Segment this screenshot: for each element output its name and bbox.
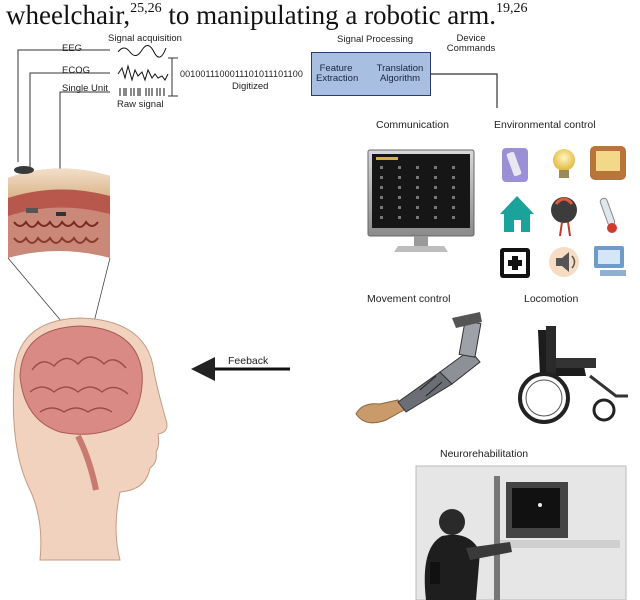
- communication-title: Communication: [376, 119, 449, 131]
- digitized-label: Digitized: [232, 81, 269, 92]
- single-unit-label: Single Unit: [62, 83, 108, 94]
- neurorehabilitation-title: Neurorehabilitation: [440, 448, 529, 460]
- caption-middle: to manipulating a robotic arm.: [161, 0, 497, 30]
- eeg-label: EEG: [62, 43, 83, 54]
- computer-icon: [594, 246, 626, 276]
- digitized-bits: 0010011100011101011101100: [180, 69, 303, 79]
- speaker-icon: [549, 247, 579, 277]
- remote-control-icon: [502, 148, 528, 182]
- locomotion-title: Locomotion: [524, 293, 579, 305]
- plus-button-icon: [500, 248, 530, 278]
- caption-before: wheelchair,: [6, 0, 131, 30]
- television-icon: [590, 146, 626, 180]
- thermometer-icon: [599, 197, 617, 233]
- head-illustration: [12, 317, 168, 561]
- citation-1: 25,26: [130, 1, 162, 16]
- neurorehab-photo: [415, 465, 627, 600]
- raw-signal-waves: [117, 45, 169, 96]
- house-icon: [500, 196, 534, 232]
- movement-control-title: Movement control: [367, 293, 451, 305]
- ecog-label: ECOG: [62, 65, 90, 76]
- feedback-label: Feeback: [228, 355, 269, 367]
- signal-acquisition-title: Signal acquisition: [108, 33, 182, 44]
- acquisition-wires: [17, 49, 178, 212]
- caption-text: wheelchair,25,26 to manipulating a robot…: [6, 0, 528, 31]
- head-thermostat-icon: [551, 197, 577, 237]
- citation-2: 19,26: [496, 1, 528, 16]
- skin-cross-section: [8, 166, 110, 258]
- signal-processing-title: Signal Processing: [337, 34, 414, 45]
- device-commands-connector: [430, 73, 498, 108]
- communication-monitor: [367, 149, 475, 252]
- wheelchair-illustration: [518, 326, 628, 424]
- light-bulb-icon: [553, 149, 575, 178]
- raw-signal-label: Raw signal: [117, 99, 164, 110]
- robotic-arm-illustration: [355, 312, 482, 424]
- environmental-control-title: Environmental control: [494, 119, 596, 131]
